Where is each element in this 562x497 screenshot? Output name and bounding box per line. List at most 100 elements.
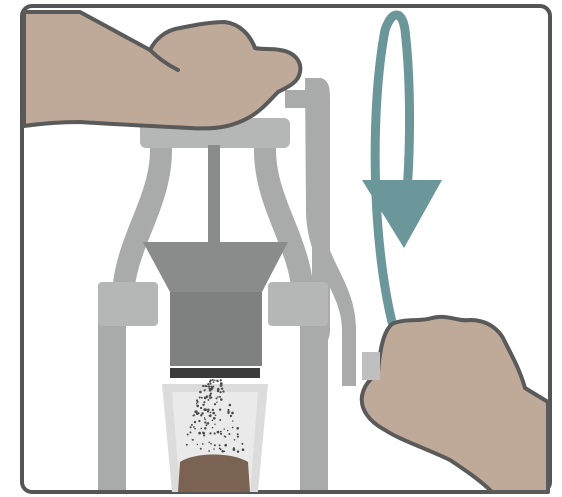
ground-particle (219, 430, 222, 433)
ground-particle (198, 396, 201, 399)
ground-particle (209, 396, 212, 400)
ground-particle (204, 408, 207, 411)
ground-particle (209, 392, 212, 395)
ground-particle (191, 438, 194, 441)
ground-particle (196, 443, 199, 446)
ground-particle (207, 398, 210, 401)
lever-handle-bar (305, 78, 356, 386)
ground-particle (211, 426, 214, 429)
ground-particle (216, 401, 218, 404)
right-bracket (268, 282, 328, 326)
ground-particle (220, 387, 224, 390)
ground-particle (189, 426, 192, 429)
ground-particle (203, 396, 207, 400)
upper-hand-finger-line (148, 48, 180, 72)
ground-particle (206, 423, 208, 425)
ground-particle (236, 433, 239, 436)
ground-particle (196, 399, 199, 402)
ground-particle (241, 448, 245, 452)
pressing-hand-icon (22, 10, 303, 131)
ground-particle (206, 410, 210, 413)
ground-particle (236, 435, 239, 438)
ground-particle (216, 430, 220, 434)
ground-particle (209, 382, 212, 385)
ground-particle (236, 426, 240, 430)
ground-particle (220, 398, 223, 401)
ground-particle (228, 432, 231, 436)
left-arm (112, 120, 172, 300)
grinder (98, 78, 356, 490)
gripping-hand-icon (359, 314, 550, 494)
ground-particle (198, 419, 201, 423)
ground-particle (212, 411, 216, 415)
ground-particle (193, 420, 197, 424)
ground-particle (200, 427, 203, 430)
ground-particle (194, 427, 196, 430)
ground-particle (211, 378, 214, 382)
ground-particle (222, 390, 225, 393)
ground-particle (208, 387, 210, 389)
ground-particle (208, 441, 210, 443)
ground-particle (231, 411, 234, 415)
cup (162, 378, 268, 492)
burr-ring (170, 368, 260, 378)
ground-particle (203, 434, 206, 437)
ground-particle (206, 395, 209, 398)
rotation-arrow-icon (362, 10, 442, 327)
ground-particle (198, 431, 201, 435)
ground-particle (216, 389, 220, 393)
ground-particle (216, 380, 219, 383)
ground-particle (208, 450, 210, 452)
ground-particle (209, 385, 211, 388)
ground-particle (226, 429, 229, 432)
ground-particle (219, 382, 223, 385)
ground-particle (218, 444, 221, 447)
ground-particle (203, 401, 206, 404)
ground-particle (209, 395, 211, 397)
falling-grounds (185, 378, 245, 453)
ground-particle (219, 379, 222, 382)
ground-particle (190, 423, 193, 426)
ground-particle (201, 412, 204, 415)
ground-particle (218, 447, 221, 450)
ground-particle (209, 432, 212, 435)
ground-particle (202, 431, 204, 433)
ground-particle (211, 419, 214, 422)
ground-particle (210, 385, 213, 388)
ground-particle (236, 450, 240, 453)
ground-particle (197, 412, 200, 415)
ground-particle (209, 379, 212, 382)
ground-particle (219, 419, 222, 421)
ground-particle (199, 447, 202, 450)
ground-particle (210, 442, 212, 445)
left-leg (98, 300, 126, 490)
ground-particle (227, 408, 230, 412)
coffee-grounds (178, 454, 250, 492)
ground-particle (203, 417, 206, 419)
ground-particle (218, 408, 222, 411)
ground-particle (214, 423, 216, 425)
ground-particle (212, 385, 215, 388)
ground-particle (207, 383, 210, 386)
ground-particle (211, 408, 215, 412)
ground-particle (208, 388, 212, 392)
ground-particle (204, 421, 207, 424)
ground-particle (186, 433, 189, 436)
ground-particle (193, 426, 195, 428)
ground-particle (185, 443, 188, 446)
ground-particle (212, 381, 215, 383)
ground-particle (219, 395, 221, 398)
left-bracket (98, 282, 158, 326)
ground-particle (207, 408, 210, 412)
ground-particle (203, 389, 206, 392)
ground-particle (232, 420, 234, 422)
ground-particle (241, 442, 244, 445)
ground-particle (194, 410, 198, 414)
ground-particle (233, 439, 236, 441)
ground-particle (209, 411, 212, 414)
ground-particle (220, 384, 223, 387)
ground-particle (200, 396, 203, 399)
ground-particle (213, 448, 215, 450)
ground-particle (215, 397, 218, 400)
